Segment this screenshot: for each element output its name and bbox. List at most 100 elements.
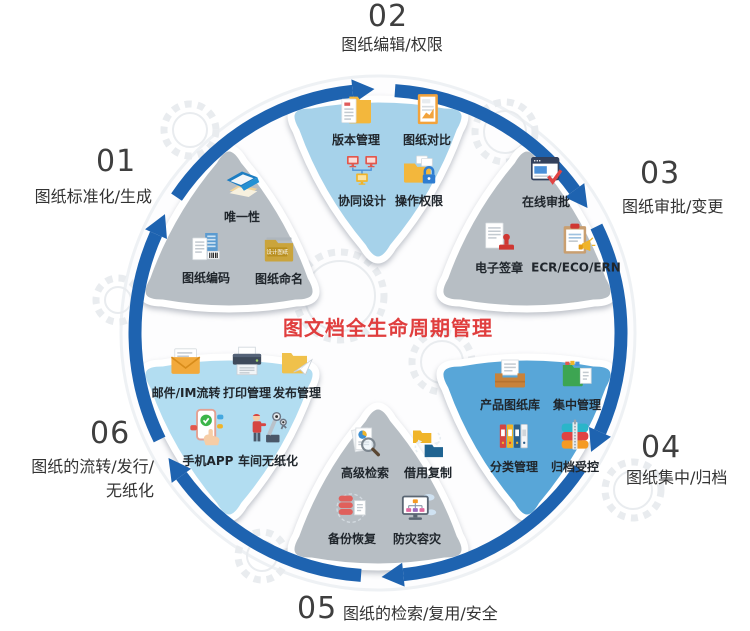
- envelope-icon: [171, 348, 201, 374]
- green-folder-icon: [562, 360, 592, 387]
- cycle-arrow: [128, 231, 166, 443]
- folder-paper-plane-icon: [281, 353, 313, 376]
- stage-06-category-line1: 图纸的流转/发行/: [31, 457, 154, 476]
- feature-collaborative-design: 协同设计: [338, 151, 386, 209]
- feature-advanced-search: 高级检索: [341, 423, 389, 481]
- feature-label: 借用复制: [403, 466, 453, 480]
- feature-archive-control: 归档受控: [551, 417, 599, 475]
- feature-borrow-copy: 借用复制: [404, 423, 452, 481]
- stage-02-category: 图纸编辑/权限: [341, 35, 443, 54]
- gear-decoration-icon: [483, 110, 527, 154]
- feature-ecr-eco-ern: ECR/ECO/ERN: [531, 220, 621, 275]
- feature-label: 打印管理: [222, 386, 272, 400]
- document-tray-icon: [494, 359, 525, 388]
- stage-03-category: 图纸审批/变更: [622, 197, 724, 216]
- stage-05-number: 05: [297, 591, 338, 626]
- feature-label: 发布管理: [272, 386, 322, 400]
- feature-label: 协同设计: [337, 194, 387, 208]
- cycle-arrow-head: [168, 458, 192, 483]
- feature-label: 图纸命名: [254, 272, 304, 286]
- mobile-phone-check-icon: [190, 408, 224, 446]
- document-stamp-icon: [485, 222, 514, 250]
- feature-label: 图纸对比: [402, 133, 452, 147]
- feature-label: 邮件/IM流转: [151, 386, 221, 400]
- cycle-arrow-head: [589, 426, 611, 452]
- feature-email-im-transfer: 邮件/IM流转: [151, 343, 221, 401]
- stage-01-number: 01: [96, 144, 137, 179]
- folder-transfer-icon: [412, 430, 443, 458]
- feature-drawing-compare: 图纸对比: [403, 90, 451, 148]
- gear-decoration-icon: [172, 112, 208, 148]
- feature-e-signature: 电子签章: [475, 218, 523, 276]
- browser-check-icon: [530, 157, 563, 185]
- cycle-arrow: [171, 84, 354, 201]
- feature-label: 在线审批: [521, 195, 571, 209]
- worker-robot-arm-icon: [252, 411, 287, 443]
- stage-03-number: 03: [640, 156, 681, 191]
- feature-version-management: 版本管理: [332, 90, 380, 148]
- cycle-arrow: [176, 472, 362, 582]
- feature-mobile-app: 手机APP: [182, 405, 234, 469]
- barcode-document-icon: [192, 233, 220, 261]
- feature-label: 电子签章: [474, 261, 524, 275]
- gear-decoration-icon: [471, 98, 539, 166]
- monitor-cloud-icon: [401, 494, 437, 520]
- cycle-arrow: [590, 223, 628, 435]
- stage-04-number: 04: [641, 430, 682, 465]
- gear-decoration-icon: [601, 458, 665, 522]
- feature-drawing-coding: 图纸编码: [182, 228, 230, 286]
- feature-drawing-naming: 设计图纸 图纸命名: [255, 229, 303, 287]
- clipboard-megaphone-icon: [563, 223, 596, 254]
- feature-label: 手机APP: [182, 454, 234, 468]
- petal-01: [138, 144, 320, 313]
- magnifier-documents-icon: [351, 427, 380, 457]
- feature-publish-management: 发布管理: [273, 343, 321, 401]
- feature-label: 集中管理: [552, 398, 602, 412]
- open-book-icon: [226, 171, 260, 197]
- stage-01-category: 图纸标准化/生成: [34, 187, 152, 206]
- feature-print-management: 打印管理: [223, 343, 271, 401]
- feature-disaster-recovery: 防灾容灾: [393, 489, 441, 547]
- cycle-arrow-head: [564, 183, 588, 208]
- cycle-arrow: [402, 465, 585, 582]
- feature-label: 防灾容灾: [392, 532, 442, 546]
- database-document-icon: [336, 493, 366, 523]
- feature-label: 归档受控: [550, 460, 600, 474]
- cycle-arrow-head: [381, 562, 405, 587]
- feature-centralized-management: 集中管理: [553, 355, 601, 413]
- feature-label: 产品图纸库: [479, 398, 541, 412]
- binders-icon: [499, 424, 528, 449]
- feature-label: 版本管理: [331, 133, 381, 147]
- feature-workshop-paperless: 车间无纸化: [238, 405, 298, 469]
- networked-monitors-icon: [346, 156, 377, 185]
- feature-label: ECR/ECO/ERN: [531, 260, 621, 275]
- feature-online-approval: 在线审批: [522, 152, 570, 210]
- feature-label: 高级检索: [340, 466, 390, 480]
- petal-03: [436, 144, 618, 313]
- feature-backup-restore: 备份恢复: [328, 489, 376, 547]
- center-title: 图文档全生命周期管理: [283, 316, 493, 340]
- feature-label: 分类管理: [489, 460, 539, 474]
- design-drawing-badge: 设计图纸: [267, 248, 289, 256]
- document-chart-icon: [417, 94, 438, 125]
- feature-uniqueness: 唯一性: [219, 161, 265, 225]
- feature-label: 备份恢复: [327, 532, 377, 546]
- stage-05-category: 图纸的检索/复用/安全: [343, 604, 498, 623]
- design-drawing-folder-icon: 设计图纸: [264, 237, 294, 262]
- folder-lock-icon: [403, 155, 436, 184]
- zip-archive-icon: [561, 419, 589, 450]
- stage-06-number: 06: [90, 416, 131, 451]
- stage-06-category-line2: 无纸化: [105, 481, 154, 500]
- printer-icon: [232, 346, 262, 376]
- feature-operation-permission: 操作权限: [395, 151, 443, 209]
- feature-label: 唯一性: [223, 210, 260, 224]
- feature-label: 图纸编码: [181, 271, 231, 285]
- feature-classified-management: 分类管理: [490, 417, 538, 475]
- folder-document-icon: [341, 96, 371, 124]
- gear-decoration-icon: [160, 100, 220, 160]
- stage-02-number: 02: [367, 0, 409, 34]
- stage-04-category: 图纸集中/归档: [626, 468, 728, 487]
- gear-decoration-icon: [292, 248, 388, 344]
